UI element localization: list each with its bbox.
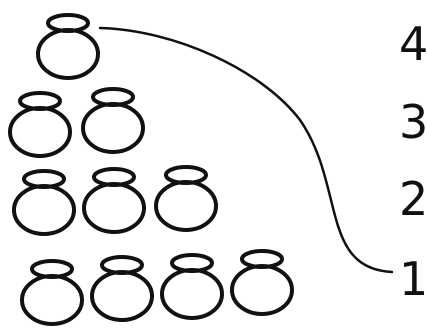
pot-row-4 — [22, 251, 292, 324]
pot-icon — [84, 169, 144, 232]
pot-icon — [92, 257, 152, 320]
number-label-2: 2 — [399, 172, 427, 226]
pot-icon — [38, 15, 98, 78]
pot-icon — [232, 251, 292, 314]
pot-icon — [14, 171, 74, 234]
number-label-1: 1 — [399, 252, 427, 306]
number-label-4: 4 — [399, 17, 427, 71]
number-label-3: 3 — [399, 95, 427, 149]
pot-icon — [156, 167, 216, 230]
pot-icon — [10, 93, 70, 156]
pot-icon — [83, 89, 143, 152]
pot-row-1 — [38, 15, 98, 78]
pot-row-3 — [14, 167, 216, 234]
pot-icon — [162, 255, 222, 318]
connector-line — [100, 28, 392, 272]
pot-row-2 — [10, 89, 143, 156]
pot-icon — [22, 261, 82, 324]
